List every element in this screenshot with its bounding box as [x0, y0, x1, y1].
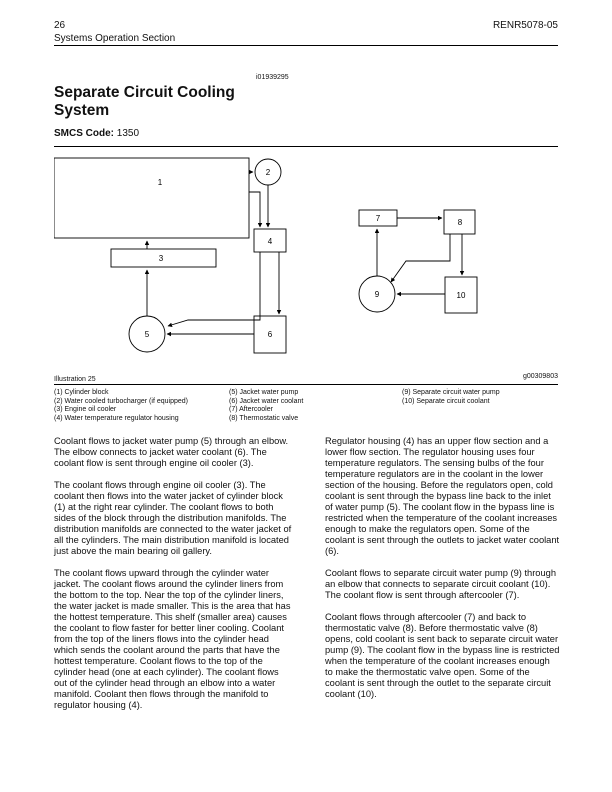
illustration-caption: Illustration 25: [54, 376, 96, 383]
title-line-2: System: [54, 102, 110, 119]
diagram-label-9: 9: [375, 290, 380, 299]
diagram-label-6: 6: [268, 330, 273, 339]
diagram-label-8: 8: [458, 218, 463, 227]
header-rule: [54, 45, 558, 46]
legend-item: (5) Jacket water pump: [229, 389, 299, 396]
title-line-1: Separate Circuit Cooling: [54, 84, 235, 101]
article-ref-id: i01939295: [256, 74, 289, 81]
paragraph: The coolant flows through engine oil coo…: [54, 480, 292, 556]
caption-rule: [54, 384, 558, 385]
paragraph: Coolant flows to separate circuit water …: [325, 568, 556, 600]
legend-column-2: (5) Jacket water pump (6) Jacket water c…: [229, 389, 303, 423]
legend-item: (6) Jacket water coolant: [229, 397, 304, 405]
page-title: Separate Circuit Cooling System: [54, 84, 235, 120]
smcs-code: SMCS Code: 1350: [54, 128, 139, 139]
flow-1-to-4-a: [249, 191, 263, 228]
body-left-column: Coolant flows to jacket water pump (5) t…: [54, 436, 294, 722]
separate-coolant-box: [444, 276, 478, 314]
cylinder-block-box: [54, 157, 250, 239]
jacket-water-coolant-box: [253, 315, 287, 354]
legend-item: (3) Engine oil cooler: [54, 406, 117, 413]
paragraph: The coolant flows upward through the cyl…: [54, 568, 291, 710]
legend-item: (9) Separate circuit water pump: [402, 389, 500, 396]
thermostatic-valve-box: [443, 209, 476, 235]
section-name: Systems Operation Section: [54, 33, 176, 44]
bypass-8-to-9: [390, 234, 451, 283]
legend-item: (4) Water temperature regulator housing: [54, 414, 179, 422]
page-number: 26: [54, 20, 66, 31]
diagram-label-3: 3: [159, 254, 164, 263]
paragraph: Regulator housing (4) has an upper flow …: [325, 436, 560, 556]
heading-rule: [54, 146, 558, 147]
bypass-4-to-5: [167, 252, 261, 327]
smcs-value: 1350: [116, 128, 140, 139]
legend-item: (10) Separate circuit coolant: [402, 397, 490, 405]
legend-item: (8) Thermostatic valve: [229, 414, 299, 422]
diagram-label-7: 7: [376, 214, 381, 223]
diagram-label-1: 1: [158, 178, 163, 187]
illustration-image-id: g00309803: [522, 373, 558, 380]
body-right-column: Regulator housing (4) has an upper flow …: [325, 436, 560, 711]
diagram-label-10: 10: [457, 291, 466, 300]
diagram-label-2: 2: [266, 168, 271, 177]
legend-item: (1) Cylinder block: [54, 389, 109, 396]
legend-column-3: (9) Separate circuit water pump (10) Sep…: [402, 389, 500, 406]
paragraph: Coolant flows to jacket water pump (5) t…: [54, 436, 289, 468]
regulator-housing-box: [253, 228, 287, 253]
legend-column-1: (1) Cylinder block (2) Water cooled turb…: [54, 389, 188, 423]
cooling-system-diagram: 1 2 3 4 5 6 7 8 9 10: [54, 157, 478, 354]
smcs-label: SMCS Code:: [54, 128, 114, 139]
oil-cooler-box: [110, 248, 217, 268]
diagram-label-4: 4: [268, 237, 273, 246]
diagram-label-5: 5: [145, 330, 150, 339]
legend-item: (7) Aftercooler: [229, 406, 273, 413]
legend-item: (2) Water cooled turbocharger (if equipp…: [54, 397, 188, 405]
paragraph: Coolant flows through aftercooler (7) an…: [325, 612, 560, 699]
document-id: RENR5078-05: [492, 20, 558, 31]
